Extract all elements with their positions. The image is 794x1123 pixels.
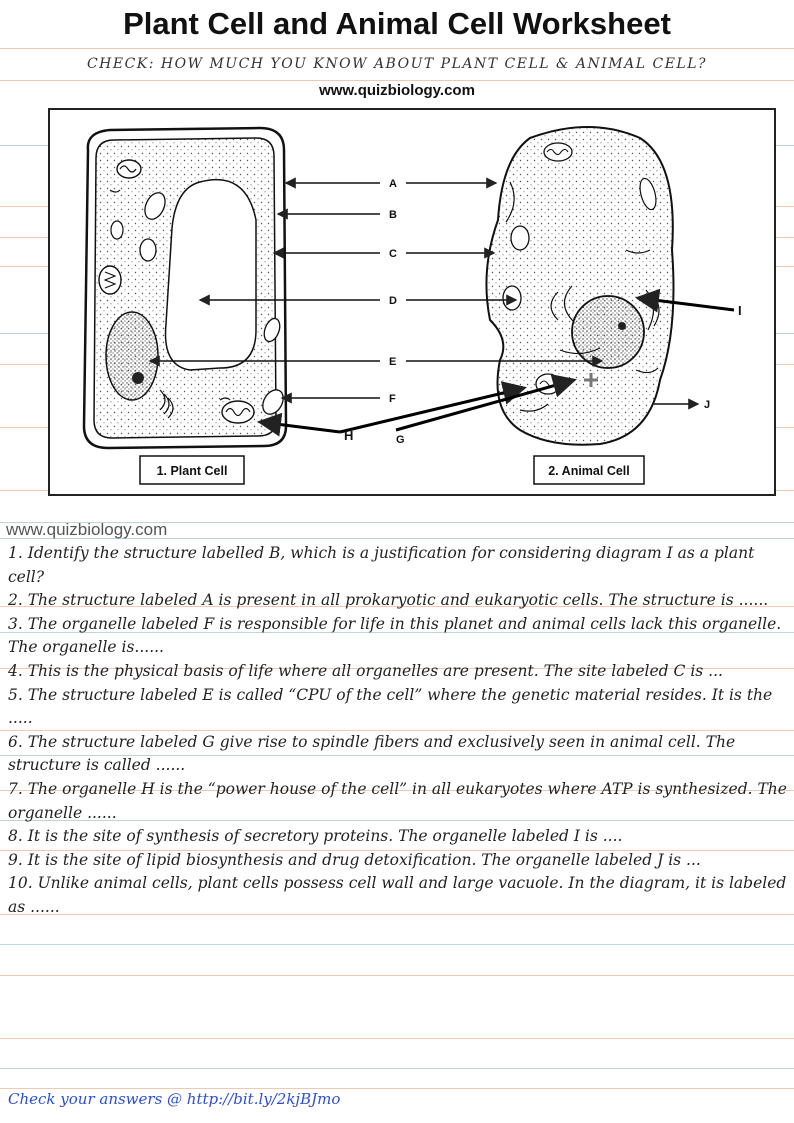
label-i: I (738, 303, 742, 318)
page-subtitle: CHECK: HOW MUCH YOU KNOW ABOUT PLANT CEL… (86, 56, 708, 72)
label-f: F (389, 393, 396, 405)
plant-cell-caption: 1. Plant Cell (157, 464, 228, 478)
plant-cell (82, 126, 288, 450)
label-e: E (389, 356, 396, 368)
question-7: 7. The organelle H is the “power house o… (8, 779, 787, 822)
site-url: www.quizbiology.com (319, 82, 475, 99)
label-arrows (148, 177, 700, 410)
question-2: 2. The structure labeled A is present in… (8, 591, 769, 610)
question-5: 5. The structure labeled E is called “CP… (8, 685, 773, 728)
label-h: H (344, 428, 353, 443)
watermark-url: www.quizbiology.com (6, 520, 168, 539)
question-10: 10. Unlike animal cells, plant cells pos… (8, 874, 787, 916)
question-1: 1. Identify the structure labelled B, wh… (8, 544, 755, 586)
animal-cell-caption: 2. Animal Cell (548, 464, 630, 478)
question-3: 3. The organelle labeled F is responsibl… (8, 614, 782, 657)
label-a: A (389, 178, 397, 190)
label-g: G (396, 434, 405, 446)
question-6: 6. The structure labeled G give rise to … (8, 732, 736, 775)
bold-arrows (257, 288, 735, 437)
answers-footer: Check your answers @ http://bit.ly/2kjBJ… (8, 1090, 340, 1108)
cell-diagram-svg: A B C D E F G H I J 1. Plant Cell 2. Ani… (82, 126, 742, 485)
label-j: J (704, 399, 710, 411)
label-b: B (389, 209, 397, 221)
question-8: 8. It is the site of synthesis of secret… (8, 827, 623, 846)
label-d: D (389, 295, 397, 307)
question-4: 4. This is the physical basis of life wh… (8, 661, 723, 680)
cell-diagram: A B C D E F G H I J 1. Plant Cell 2. Ani… (48, 108, 776, 496)
question-9: 9. It is the site of lipid biosynthesis … (8, 850, 701, 869)
answers-link[interactable]: Check your answers @ http://bit.ly/2kjBJ… (8, 1090, 341, 1108)
page-title: Plant Cell and Animal Cell Worksheet (123, 6, 671, 41)
label-c: C (389, 248, 397, 260)
question-list: 1. Identify the structure labelled B, wh… (8, 542, 788, 920)
